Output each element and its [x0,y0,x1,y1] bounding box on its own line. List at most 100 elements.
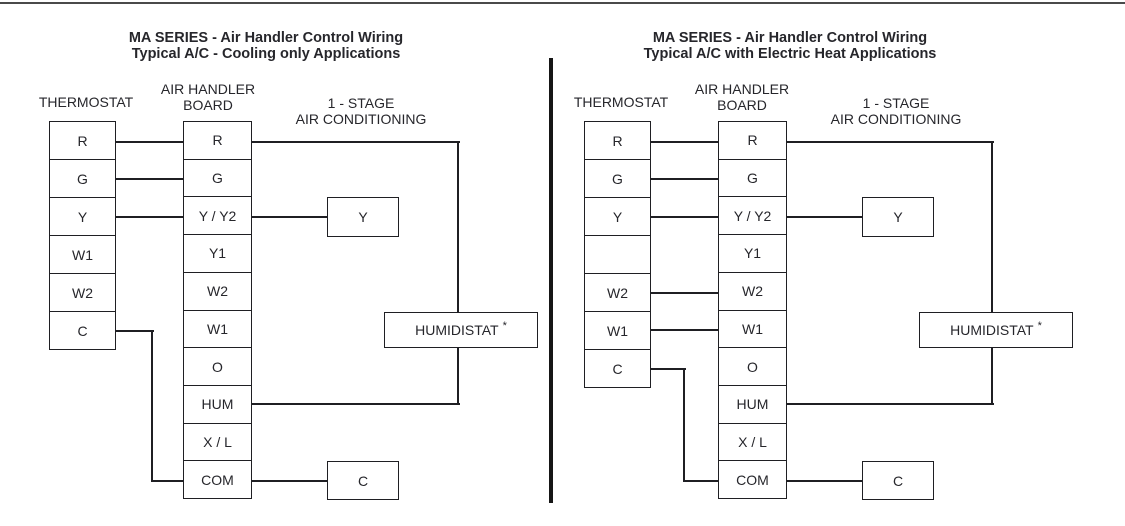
component-superscript-note: * [502,320,507,332]
diagram-title: MA SERIES - Air Handler Control Wiring T… [644,30,937,62]
wire-segment [651,368,686,370]
wire-segment [787,216,864,218]
wire-segment [787,403,994,405]
board-terminal-YY2: Y / Y2 [184,196,251,234]
wire-segment [651,178,720,180]
board-terminal-COM: COM [184,460,251,498]
thermostat-terminal-W2: W2 [585,273,650,311]
wire-segment [116,141,185,143]
terminal-label: W1 [742,320,763,337]
component-label: C [357,472,369,489]
board-terminal-COM: COM [719,460,786,498]
wire-segment [991,347,993,405]
terminal-label: Y1 [743,245,762,262]
center-divider [549,58,553,503]
component-box-C: C [327,461,399,500]
wire-segment [787,480,864,482]
thermostat-terminal-G: G [585,159,650,197]
wire-segment [116,178,185,180]
terminal-label: W1 [207,320,228,337]
wire-segment [151,330,153,482]
stage-label-line1: 1 - STAGE [327,95,395,111]
terminal-label: G [612,170,623,187]
terminal-label: O [212,358,223,375]
board-terminal-W2: W2 [719,271,786,310]
air-handler-label-line2: BOARD [183,96,233,113]
wire-segment [116,330,154,332]
thermostat-terminal-Y: Y [585,197,650,235]
terminal-label: O [747,358,758,375]
terminal-label: W1 [72,246,93,263]
board-terminal-XL: X / L [719,422,786,461]
terminal-label: R [747,132,758,149]
terminal-label: G [212,170,223,187]
terminal-label: R [212,132,223,149]
thermostat-column-label: THERMOSTAT [38,94,134,110]
component-box-Y: Y [327,197,399,237]
stage-label-line2: AIR CONDITIONING [830,110,962,127]
wire-segment [152,480,185,482]
air-handler-label-line1: AIR HANDLER [160,81,256,97]
wire-segment [252,141,460,143]
component-superscript-note: * [1037,320,1042,332]
terminal-label: G [77,170,88,187]
terminal-label: W2 [72,284,93,301]
component-box-Y: Y [862,197,934,237]
thermostat-column-label: THERMOSTAT [573,94,669,110]
thermostat-terminal-W1: W1 [585,311,650,349]
wire-segment [252,480,329,482]
diagram-title-line2: Typical A/C - Cooling only Applications [131,46,401,62]
component-label: Y [358,209,368,225]
air-handler-label-line2: BOARD [717,96,767,113]
terminal-label: Y1 [208,245,227,262]
thermostat-terminal-C: C [585,349,650,387]
terminal-label: Y [77,208,88,225]
wire-segment [651,216,720,218]
board-terminal-Y1: Y1 [719,234,786,272]
wire-segment [651,292,720,294]
board-terminal-G: G [184,158,251,197]
terminal-label: C [77,322,88,339]
board-terminal-R: R [184,122,251,159]
stage-label-line2: AIR CONDITIONING [295,110,427,127]
wire-segment [991,141,993,313]
thermostat-terminal-R: R [50,122,115,159]
thermostat-terminal-Y: Y [50,197,115,235]
air-handler-label-line1: AIR HANDLER [694,81,790,97]
terminal-label: HUM [736,396,769,413]
component-label: Y [893,209,903,225]
terminal-label: X / L [203,433,232,450]
terminal-label: X / L [738,433,767,450]
wire-segment [651,329,720,331]
wire-segment [651,141,720,143]
diagram-title-line2: Typical A/C with Electric Heat Applicati… [643,46,937,62]
terminal-label: W2 [207,283,228,300]
wire-segment [457,141,459,313]
wire-segment [684,480,720,482]
board-terminal-W1: W1 [719,309,786,348]
thermostat-terminal-C: C [50,311,115,349]
board-terminal-HUM: HUM [719,384,786,423]
wire-segment [457,347,459,405]
terminal-label: COM [201,471,234,488]
wire-segment [116,216,185,218]
board-terminal-W2: W2 [184,271,251,310]
component-label: C [892,472,904,489]
diagram-title: MA SERIES - Air Handler Control Wiring T… [129,30,403,62]
diagram-title-line1: MA SERIES - Air Handler Control Wiring [652,30,928,46]
terminal-label: W2 [742,283,763,300]
board-terminal-G: G [719,158,786,197]
diagram-title-line1: MA SERIES - Air Handler Control Wiring [128,30,404,46]
component-label: HUMIDISTAT [950,322,1034,338]
wire-segment [252,216,329,218]
board-terminal-O: O [184,347,251,385]
thermostat-terminal-G: G [50,159,115,197]
terminal-label: Y / Y2 [733,207,772,224]
thermostat-terminal-blank [585,235,650,273]
thermostat-terminal-W2: W2 [50,273,115,311]
wire-segment [252,403,460,405]
